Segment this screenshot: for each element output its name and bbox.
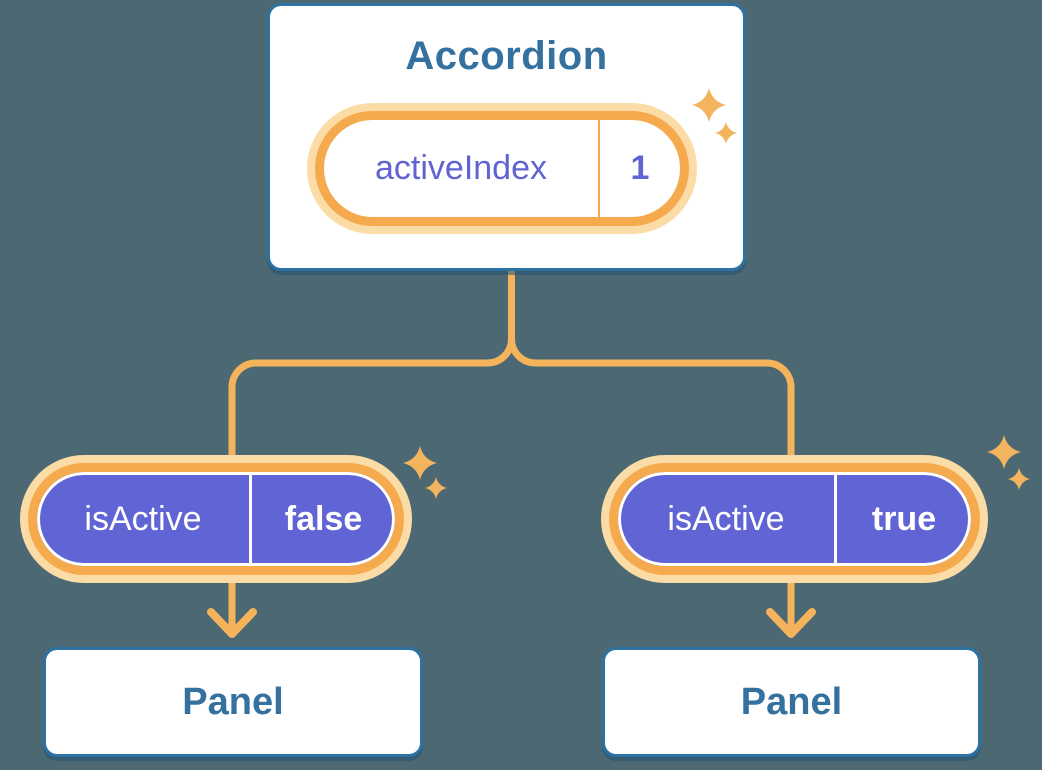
sparkle-icon	[987, 435, 1021, 469]
pill-divider	[598, 120, 600, 217]
sparkle-icon	[403, 446, 437, 480]
is-active-pill-right: isActive true	[601, 455, 988, 583]
state-pill-ring: activeIndex 1	[315, 111, 689, 226]
arrow-down-icon	[207, 608, 257, 638]
arrow-down-icon	[766, 608, 816, 638]
sparkle-icon	[1008, 468, 1030, 490]
prop-name-label: activeIndex	[375, 149, 547, 187]
prop-value: 1	[630, 149, 650, 187]
sparkle-icon	[425, 477, 447, 499]
panel-card-left: Panel	[43, 647, 423, 757]
prop-value: true	[871, 499, 937, 538]
panel-label: Panel	[740, 680, 843, 723]
panel-card-right: Panel	[602, 647, 981, 757]
prop-name-label: isActive	[667, 499, 785, 538]
panel-label: Panel	[182, 680, 284, 723]
state-pill-ring: isActive true	[609, 463, 980, 575]
accordion-card: Accordion activeIndex 1	[267, 3, 746, 271]
state-pill-ring: isActive false	[28, 463, 404, 575]
pill-divider	[834, 475, 837, 563]
accordion-title: Accordion	[405, 34, 608, 78]
is-active-pill-left: isActive false	[20, 455, 412, 583]
prop-name-label: isActive	[84, 499, 202, 538]
prop-value: false	[284, 499, 363, 538]
accordion-state-pill: activeIndex 1	[307, 103, 697, 234]
